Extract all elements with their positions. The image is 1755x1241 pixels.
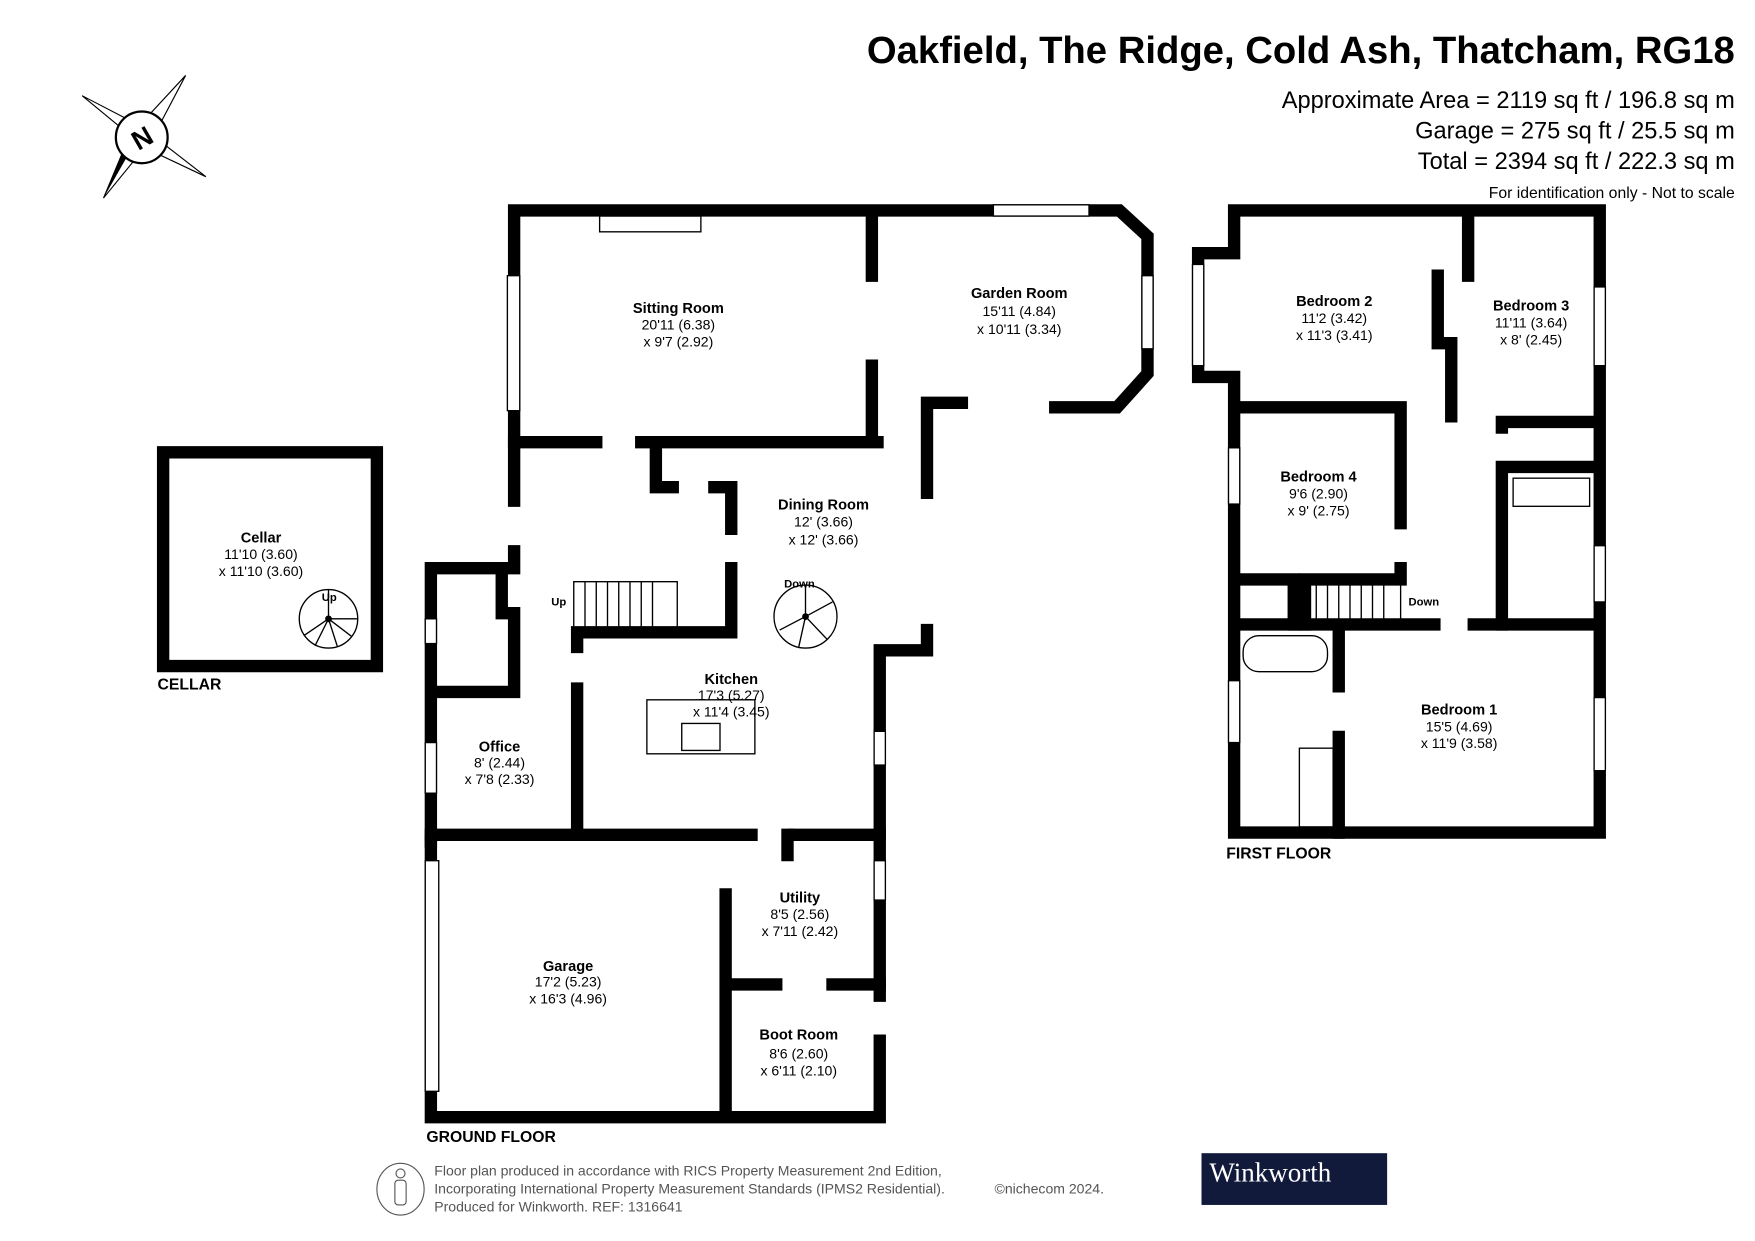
room-name-bed2: Bedroom 2: [1296, 294, 1372, 310]
room-dim: x 7'11 (2.42): [762, 923, 839, 939]
shower-icon: [1298, 747, 1334, 828]
floor-label-first: FIRST FLOOR: [1226, 845, 1332, 862]
floor-label-cellar: CELLAR: [158, 677, 222, 694]
room-name-bed4: Bedroom 4: [1280, 470, 1357, 486]
room-name-office: Office: [479, 740, 520, 756]
property-title: Oakfield, The Ridge, Cold Ash, Thatcham,…: [867, 29, 1735, 72]
room-dim: 15'11 (4.84): [983, 303, 1057, 319]
first-stair-down: Down: [1409, 596, 1440, 608]
staircase-icon: [1304, 581, 1402, 626]
cellar-stair-up: Up: [322, 592, 337, 604]
room-dim: 8' (2.44): [474, 754, 525, 770]
room-dim: x 9'7 (2.92): [643, 334, 713, 350]
room-dim: x 6'11 (2.10): [760, 1063, 837, 1079]
staircase-icon: [573, 581, 678, 633]
room-dim: x 8' (2.45): [1500, 331, 1562, 347]
room-dim: 20'11 (6.38): [642, 317, 715, 333]
room-name-cellar: Cellar: [241, 530, 282, 546]
stair-down-label: Down: [784, 578, 815, 590]
room-name-garage: Garage: [543, 959, 593, 975]
footer-copyright: ©nichecom 2024.: [995, 1181, 1105, 1197]
room-name-sitting: Sitting Room: [633, 301, 724, 317]
spiral-stair-icon: [773, 584, 838, 649]
room-name-bed3: Bedroom 3: [1493, 299, 1569, 315]
room-dim: 11'2 (3.42): [1301, 310, 1367, 326]
room-dim: x 11'10 (3.60): [219, 563, 303, 579]
room-name-dining: Dining Room: [778, 498, 869, 514]
room-dim: x 11'4 (3.45): [693, 704, 770, 720]
room-name-kitchen: Kitchen: [704, 672, 758, 688]
total-area: Total = 2394 sq ft / 222.3 sq m: [1418, 149, 1735, 175]
room-dim: x 11'3 (3.41): [1296, 327, 1373, 343]
approximate-area: Approximate Area = 2119 sq ft / 196.8 sq…: [1282, 88, 1735, 114]
disclaimer: For identification only - Not to scale: [1489, 185, 1735, 202]
floor-label-ground: GROUND FLOOR: [426, 1129, 556, 1146]
cellar-plan: Up: [156, 446, 384, 673]
ground-floor-plan: [424, 204, 1154, 1124]
hob-icon: [681, 722, 721, 752]
room-name-garden: Garden Room: [971, 286, 1068, 302]
room-name-utility: Utility: [780, 890, 821, 906]
room-name-bed1: Bedroom 1: [1421, 702, 1497, 718]
footer-line1: Floor plan produced in accordance with R…: [434, 1163, 942, 1179]
first-floor-plan: [1191, 204, 1607, 839]
room-dim: x 10'11 (3.34): [977, 321, 1061, 337]
room-dim: x 16'3 (4.96): [529, 991, 607, 1007]
shower-icon: [1512, 477, 1591, 507]
kitchen-island: [646, 699, 756, 755]
room-dim: 8'6 (2.60): [769, 1046, 828, 1062]
stair-up-label: Up: [551, 596, 566, 608]
winkworth-logo-text: Winkworth: [1209, 1157, 1331, 1187]
room-dim: 9'6 (2.90): [1289, 485, 1348, 501]
room-dim: 15'5 (4.69): [1426, 718, 1493, 734]
room-dim: 11'11 (3.64): [1495, 314, 1567, 330]
room-dim: x 7'8 (2.33): [465, 771, 535, 787]
footer-line3: Produced for Winkworth. REF: 1316641: [434, 1199, 682, 1215]
room-dim: 17'2 (5.23): [535, 974, 602, 990]
room-dim: x 11'9 (3.58): [1421, 735, 1498, 751]
bath-icon: [1242, 635, 1329, 673]
garage-area: Garage = 275 sq ft / 25.5 sq m: [1415, 118, 1735, 144]
room-dim: 8'5 (2.56): [770, 906, 829, 922]
room-dim: 17'3 (5.27): [698, 687, 765, 703]
person-scale-icon: [376, 1162, 425, 1216]
room-dim: 12' (3.66): [794, 514, 853, 530]
room-name-boot: Boot Room: [759, 1028, 838, 1044]
footer-line2: Incorporating International Property Mea…: [434, 1181, 945, 1197]
room-dim: x 12' (3.66): [789, 532, 859, 548]
winkworth-logo: [1201, 1153, 1388, 1205]
spiral-stair-icon: [298, 588, 359, 649]
room-dim: x 9' (2.75): [1287, 502, 1349, 518]
north-compass-icon: N: [81, 75, 207, 199]
room-dim: 11'10 (3.60): [224, 546, 298, 562]
